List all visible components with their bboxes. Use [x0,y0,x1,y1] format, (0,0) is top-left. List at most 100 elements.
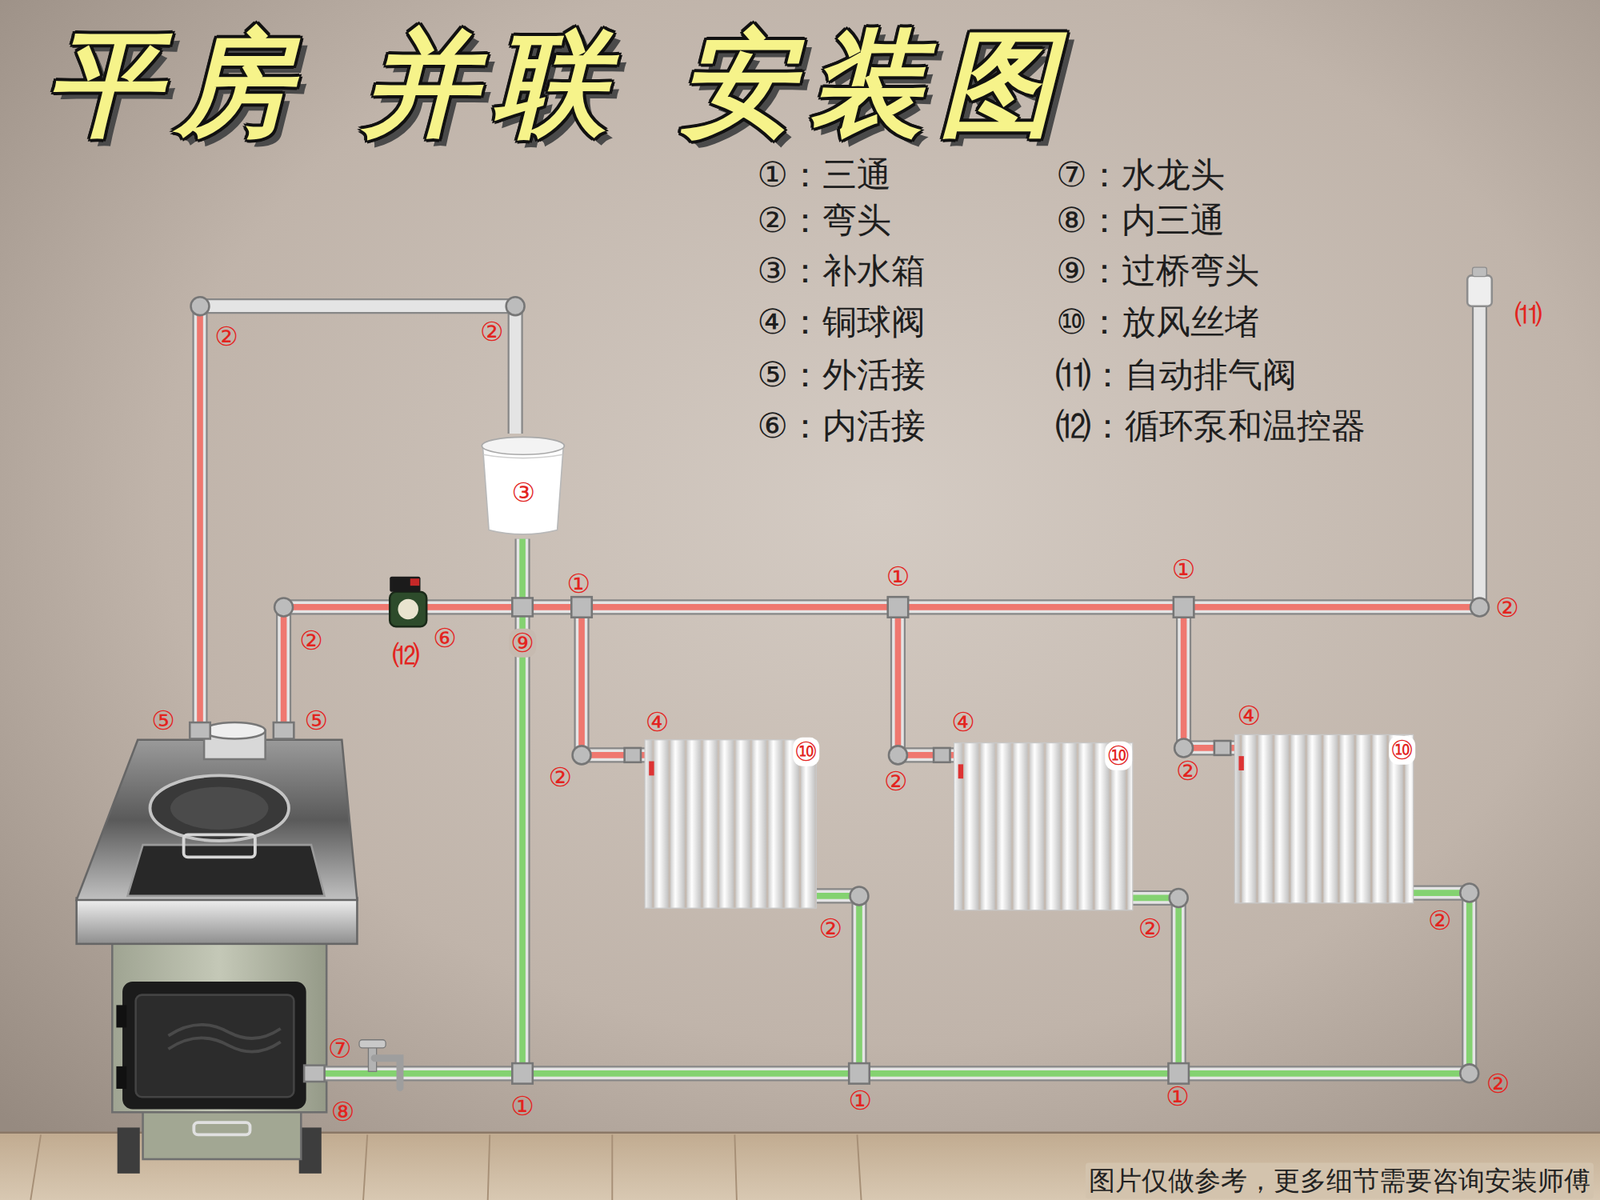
part-key-wrap: ④：铜球阀 [756,299,926,346]
callout-number: ⑥ [431,624,459,653]
diagram-title: 平房 并联 安装图 [45,8,1071,163]
part-key: ⑾：自动排气阀 [1056,352,1297,399]
part-key-wrap: ③：补水箱 [756,248,926,295]
elbow-fitting [572,745,592,764]
pipe-outline [816,896,860,1074]
callout-wrap: ② [212,322,240,352]
plank-line [856,1134,861,1200]
elbow-fitting [274,597,293,616]
callout-number: ⑩ [1104,741,1132,771]
pipe-fittings [189,296,1489,1084]
pipe-body [516,538,529,1073]
part-key-wrap: ⑿：循环泵和温控器 [1056,403,1366,450]
water-tank: ③ [479,433,568,539]
part-key-wrap: ⑨：过桥弯头 [1056,248,1260,295]
door-emboss [168,1024,280,1039]
return-water-core [519,538,526,1073]
tee-fitting [848,1063,870,1084]
callout-number: ① [1170,555,1198,584]
part-key: ⑨：过桥弯头 [1056,248,1260,295]
callout-wrap: ② [1493,593,1521,623]
elbow-fitting [888,745,908,764]
hot-water-core [581,607,648,756]
pump-body [389,592,427,627]
callout-wrap: ② [1174,756,1202,786]
vent-pipe [1473,306,1486,608]
callout-number: ① [564,568,592,598]
part-key: ⑿：循环泵和温控器 [1056,403,1366,450]
callout-wrap: ② [1484,1068,1512,1098]
callout-wrap: ⑩ [1104,741,1132,771]
ball-valve [1214,740,1231,756]
callout-number: ⑨ [508,628,536,657]
tee-fitting [571,596,592,618]
plank-line [734,1134,737,1200]
door-hinge [116,1004,127,1028]
pipe-body [306,892,1470,1074]
callout-wrap: ④ [1235,701,1263,731]
hot-plate [150,775,289,841]
return-water-core [1132,897,1179,1073]
pipe-body [897,607,956,756]
radiator-tag [1238,756,1244,771]
pipe-outline [581,607,648,756]
callout-wrap: ⑾ [1513,300,1544,329]
callout-wrap: ⑩ [792,737,820,767]
callout-wrap: ② [816,914,844,944]
callout-number: ② [478,316,506,346]
part-key: ③：补水箱 [756,248,926,295]
circulation-pump [389,576,427,628]
vent-body [1467,275,1492,306]
callout-number: ⑾ [1513,300,1544,329]
hot-supply-pipes [200,306,1480,756]
callout-number: ⑤ [303,705,331,735]
callout-wrap: ⑧ [329,1097,357,1127]
pipe-outline [192,306,208,737]
hot-water-core [897,607,956,756]
stove-body [112,923,327,1112]
callout-number: ⑩ [792,737,820,767]
callout-wrap: ⑦ [326,1034,354,1064]
pipe-body [1132,897,1179,1073]
callout-number: ③ [512,477,536,508]
flue-collar-top [204,722,266,739]
hot-water-core [196,306,204,737]
tee-fitting [1173,596,1195,618]
drain-faucet [359,1040,400,1088]
callout-wrap: ④ [644,708,672,737]
expansion-pipe [200,306,516,434]
elbow-fitting [1460,884,1479,903]
callout-wrap: ④ [949,708,977,737]
hot-water-core [284,607,1480,737]
ball-valve [933,748,950,763]
callout-wrap: ⑤ [149,705,177,735]
pipe-outline [306,892,1470,1074]
elbow-fitting [850,886,869,905]
part-key-wrap: ⑤：外活接 [756,352,926,399]
callout-wrap: ① [846,1086,874,1116]
pipe-outline [200,306,516,434]
elbow-fitting [506,296,525,316]
callout-wrap: ① [564,568,592,598]
callout-number: ⑩ [1388,735,1416,764]
callout-number: ② [212,322,240,352]
tee-fitting [1168,1063,1189,1084]
callout-wrap: ⑥ [431,624,459,653]
pipe-outline [1132,897,1179,1073]
elbow-fitting [191,296,210,316]
door-panel [136,995,295,1098]
part-key: ⑧：内三通 [1056,197,1225,244]
thermostat-box [389,576,420,592]
callout-number: ② [1136,914,1164,944]
part-key: ⑥：内活接 [756,403,926,450]
part-key-wrap: ⑧：内三通 [1056,197,1225,244]
ash-drawer [143,1110,302,1160]
part-key: ⑦：水龙头 [1056,152,1225,199]
elbow-fitting [1174,738,1193,757]
stove-door [122,981,307,1109]
callout-number: ⑤ [149,705,177,735]
radiator-tag [958,764,964,779]
callout-wrap: ② [297,626,325,656]
plank-line [363,1134,368,1200]
part-key-wrap: ⑩：放风丝堵 [1056,299,1260,346]
